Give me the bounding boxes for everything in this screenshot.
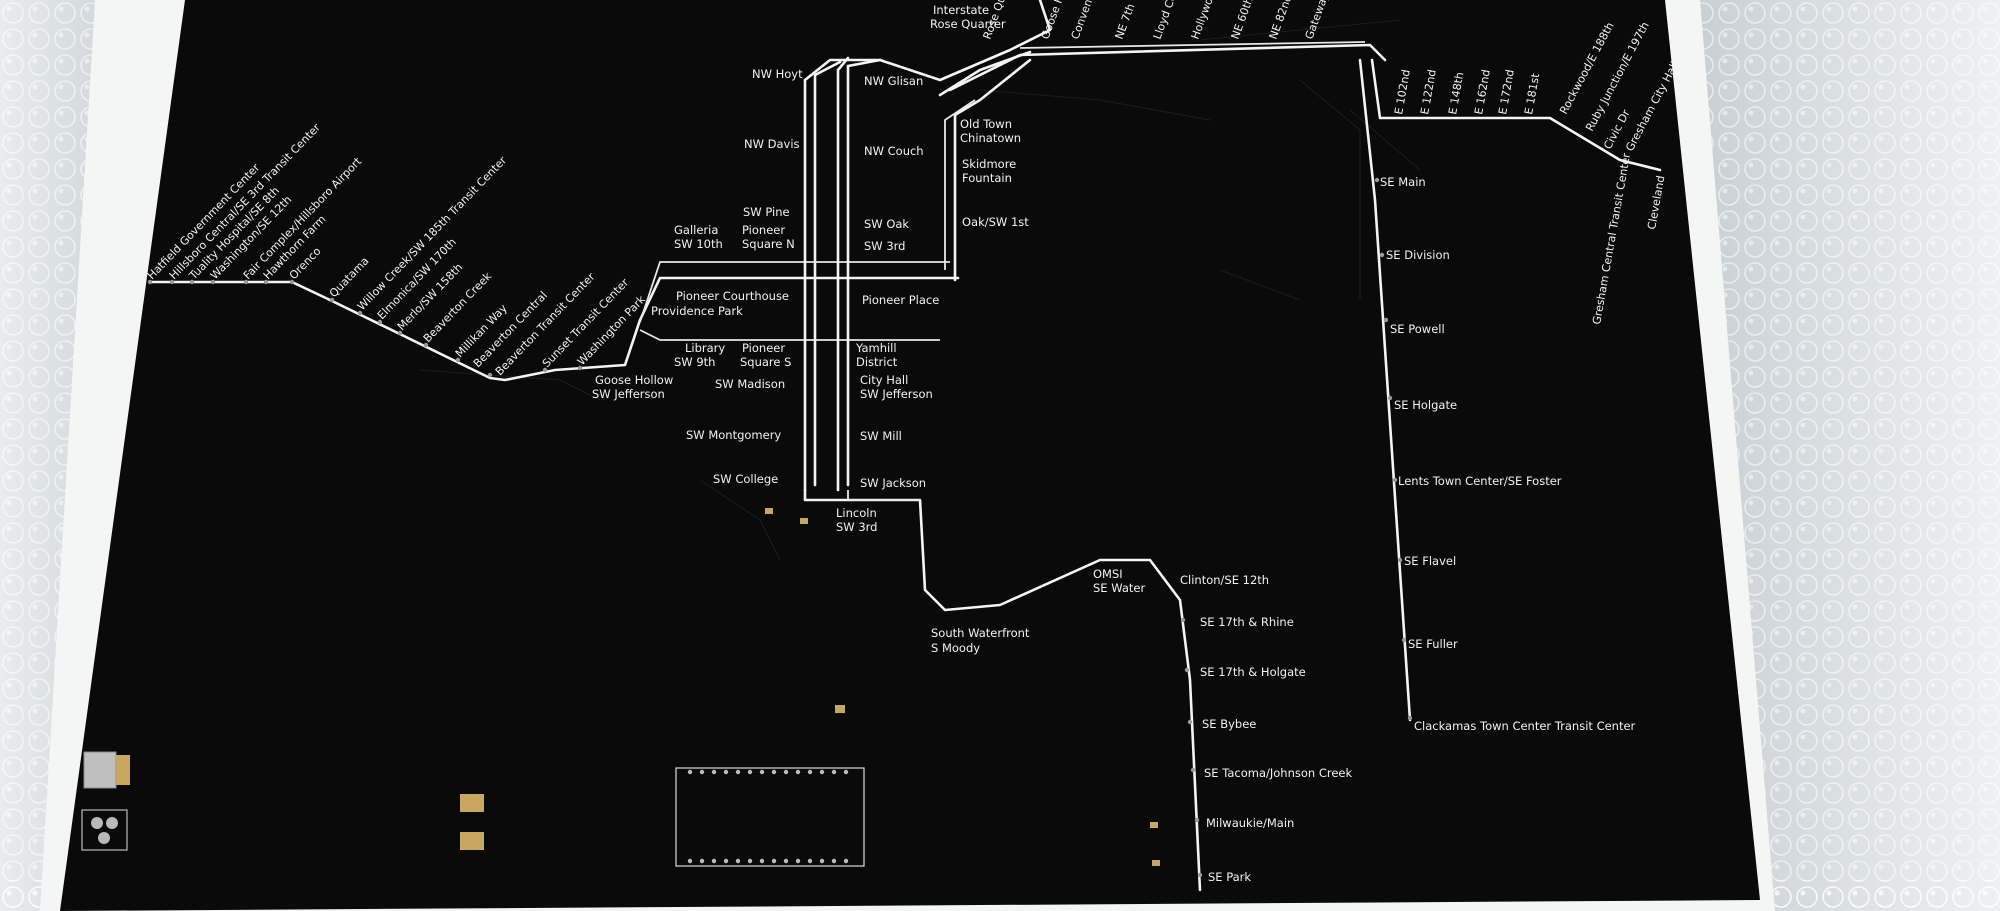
label-nwcouch: NW Couch: [864, 144, 924, 158]
label-nwglisan: NW Glisan: [864, 74, 923, 88]
label-squares: Square S: [740, 355, 791, 369]
label-southwaterfront: South Waterfront: [931, 626, 1030, 640]
station-leds: [147, 177, 1413, 878]
label-interstate: Interstate: [933, 3, 989, 17]
label-smoody: S Moody: [931, 641, 980, 655]
label-nwhoyt: NW Hoyt: [752, 67, 803, 81]
label-oaksw1st: Oak/SW 1st: [962, 215, 1029, 229]
label-goosehollow: Goose Hollow: [595, 373, 673, 387]
label-cityhall: City Hall: [860, 373, 908, 387]
label-lents: Lents Town Center/SE Foster: [1398, 474, 1562, 488]
label-swmadison: SW Madison: [715, 377, 785, 391]
microcontroller-module: [675, 767, 865, 867]
label-omsi: OMSI: [1093, 567, 1123, 581]
label-pioneerplace: Pioneer Place: [862, 293, 939, 307]
label-sw3rd: SW 3rd: [864, 239, 905, 253]
label-semain: SE Main: [1380, 175, 1426, 189]
header-pins-bottom: [687, 858, 849, 864]
label-seholgate: SE Holgate: [1394, 398, 1457, 412]
label-sebybee: SE Bybee: [1202, 717, 1256, 731]
label-swoak: SW Oak: [864, 217, 909, 231]
label-seflavel: SE Flavel: [1404, 554, 1456, 568]
label-lincoln: Lincoln: [836, 506, 877, 520]
label-nwdavis: NW Davis: [744, 137, 800, 151]
label-milwaukie: Milwaukie/Main: [1206, 816, 1294, 830]
label-pioneer2: Pioneer: [742, 341, 785, 355]
label-yamhill: Yamhill: [855, 341, 897, 355]
label-rosequarter-h: Rose Quarter: [930, 17, 1006, 31]
label-chinatown: Chinatown: [960, 131, 1021, 145]
header-pins-top: [687, 769, 849, 775]
label-clinton: Clinton/SE 12th: [1180, 573, 1269, 587]
label-library: Library: [685, 341, 725, 355]
copper-traces: [419, 19, 1421, 561]
label-swjefferson: SW Jefferson: [592, 387, 665, 401]
label-se17rhine: SE 17th & Rhine: [1200, 615, 1294, 629]
label-separk: SE Park: [1208, 870, 1251, 884]
usb-connector: [83, 751, 117, 789]
ic-1: [460, 794, 484, 812]
pcb-board: [60, 0, 1760, 911]
label-swpine: SW Pine: [743, 205, 790, 219]
label-se17holgate: SE 17th & Holgate: [1200, 665, 1306, 679]
label-swjefferson2: SW Jefferson: [860, 387, 933, 401]
label-sw3rd2: SW 3rd: [836, 520, 877, 534]
label-sewater: SE Water: [1093, 581, 1145, 595]
label-providence: Providence Park: [651, 304, 743, 318]
label-swjackson: SW Jackson: [860, 476, 926, 490]
label-oldtown: Old Town: [960, 117, 1012, 131]
power-jack: [81, 809, 128, 851]
label-squaren: Square N: [742, 237, 795, 251]
label-district: District: [856, 355, 898, 369]
label-pioneer: Pioneer: [742, 223, 785, 237]
label-sedivision: SE Division: [1386, 248, 1450, 262]
ic-2: [460, 832, 484, 850]
label-sw9th: SW 9th: [674, 355, 715, 369]
label-galleria: Galleria: [674, 223, 718, 237]
label-swmill: SW Mill: [860, 429, 902, 443]
transit-tracks: [148, 0, 1662, 892]
label-skidmore: Skidmore: [962, 157, 1016, 171]
station-labels: Interstate Rose Quarter NW Hoyt NW Glisa…: [592, 3, 1636, 884]
label-sefuller: SE Fuller: [1408, 637, 1458, 651]
label-clackamas: Clackamas Town Center Transit Center: [1414, 719, 1636, 733]
label-swmontgomery: SW Montgomery: [686, 428, 781, 442]
label-pioneercourthouse: Pioneer Courthouse: [676, 289, 789, 303]
label-sepowell: SE Powell: [1390, 322, 1445, 336]
label-setacoma: SE Tacoma/Johnson Creek: [1204, 766, 1353, 780]
board-components: [81, 508, 1160, 867]
label-swcollege: SW College: [713, 472, 778, 486]
label-sw10th: SW 10th: [674, 237, 723, 251]
label-fountain: Fountain: [962, 171, 1012, 185]
